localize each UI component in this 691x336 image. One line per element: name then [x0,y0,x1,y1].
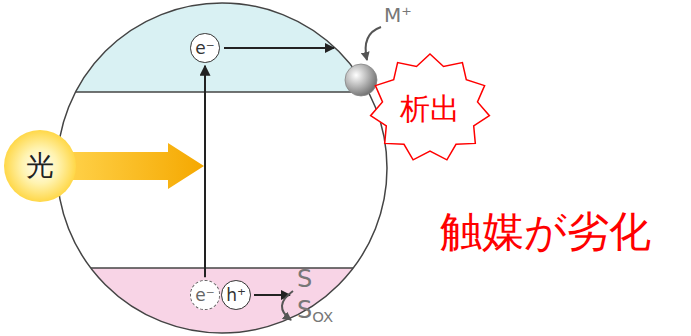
node-text: h⁺ [226,286,246,305]
light-beam [66,143,204,189]
deposited-metal [345,64,377,96]
degradation-note: 触媒が劣化 [440,208,651,256]
node-text: e⁻ [195,39,214,58]
metal-ion-label: M⁺ [384,4,412,27]
oxidation-arrow [282,291,293,320]
substrate-label: S [297,266,312,294]
hole-circle: h⁺ [221,280,251,310]
node-text: e⁻ [195,286,214,305]
electron-transfer-arrow [224,47,334,49]
hole-transfer-arrow [254,294,290,296]
catalyst-particle [57,3,387,333]
oxidized-substrate-label: SOX [297,297,333,326]
electron-circle: e⁻ [190,33,219,62]
reduction-arrow [366,27,381,60]
band-edge [0,91,691,93]
node-text: 光 [26,151,54,182]
burst-outline [371,54,490,160]
deposition-burst: 析出 [368,52,492,164]
node-text: 析出 [400,92,460,125]
light-source: 光 [4,130,76,202]
excited-electron-circle: e⁻ [190,280,219,309]
band-edge [0,267,691,269]
excitation-arrow [204,66,206,278]
